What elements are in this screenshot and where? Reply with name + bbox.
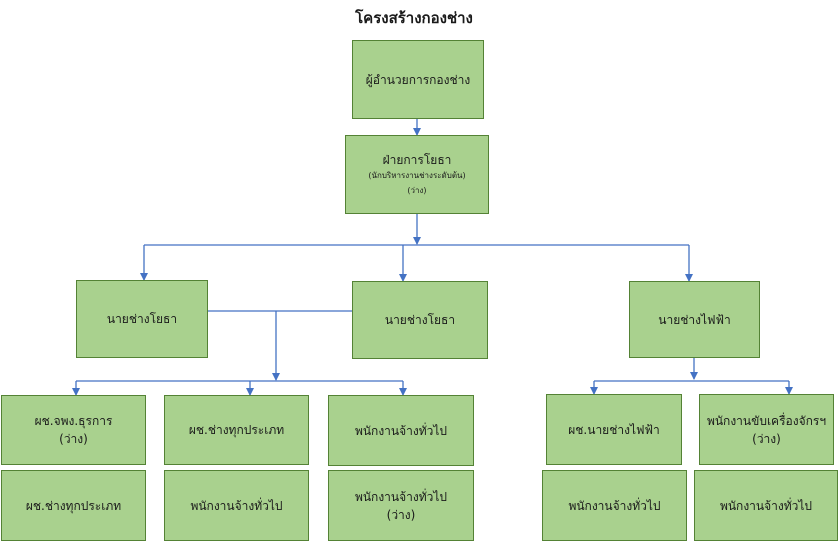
node-general-worker-2-label: พนักงานจ้างทั่วไป <box>190 498 283 513</box>
node-asst-admin: ผช.จพง.ธุรการ (ว่าง) <box>1 395 146 465</box>
node-asst-admin-status: (ว่าง) <box>59 432 88 446</box>
node-asst-all-trades-2-label: ผช.ช่างทุกประเภท <box>188 423 285 437</box>
node-general-worker-4-label: พนักงานจ้างทั่วไป <box>568 498 661 513</box>
node-asst-all-trades-1: ผช.ช่างทุกประเภท <box>1 470 146 541</box>
node-general-worker-2: พนักงานจ้างทั่วไป <box>164 470 309 541</box>
node-civil-eng-2: นายช่างโยธา <box>352 281 488 359</box>
node-civil-section-sub: (นักบริหารงานช่างระดับต้น) <box>368 171 466 181</box>
node-general-worker-3: พนักงานจ้างทั่วไป <box>328 395 474 466</box>
node-asst-electrician: ผช.นายช่างไฟฟ้า <box>546 394 682 465</box>
chart-title: โครงสร้างกองช่าง <box>355 9 473 27</box>
node-civil-eng-1-label: นายช่างโยธา <box>106 312 178 326</box>
node-machine-driver-status: (ว่าง) <box>752 431 781 446</box>
node-director-label: ผู้อำนวยการกองช่าง <box>365 72 471 87</box>
node-general-worker-5-label: พนักงานจ้างทั่วไป <box>719 498 813 513</box>
node-civil-eng-1: นายช่างโยธา <box>76 280 208 358</box>
node-asst-admin-label: ผช.จพง.ธุรการ <box>34 414 113 428</box>
node-civil-section-label: ฝ่ายการโยธา <box>382 153 452 168</box>
node-asst-all-trades-2: ผช.ช่างทุกประเภท <box>164 395 309 465</box>
node-general-worker-3-label: พนักงานจ้างทั่วไป <box>354 423 448 438</box>
node-asst-all-trades-1-label: ผช.ช่างทุกประเภท <box>25 498 122 513</box>
node-director: ผู้อำนวยการกองช่าง <box>352 40 484 119</box>
node-machine-driver-label: พนักงานขับเครื่องจักรฯ <box>706 413 827 428</box>
node-general-worker-5: พนักงานจ้างทั่วไป <box>694 470 838 541</box>
node-general-worker-3-vacant: พนักงานจ้างทั่วไป (ว่าง) <box>328 470 474 541</box>
node-general-worker-3-vacant-label: พนักงานจ้างทั่วไป <box>354 489 448 504</box>
node-civil-section-status: (ว่าง) <box>407 185 427 195</box>
node-electrician-label: นายช่างไฟฟ้า <box>658 312 731 327</box>
node-electrician: นายช่างไฟฟ้า <box>629 281 760 358</box>
node-machine-driver: พนักงานขับเครื่องจักรฯ (ว่าง) <box>699 394 834 465</box>
node-civil-eng-2-label: นายช่างโยธา <box>384 313 456 327</box>
node-general-worker-4: พนักงานจ้างทั่วไป <box>542 470 687 541</box>
node-civil-section: ฝ่ายการโยธา (นักบริหารงานช่างระดับต้น) (… <box>345 135 489 214</box>
node-asst-electrician-label: ผช.นายช่างไฟฟ้า <box>568 422 660 437</box>
node-general-worker-3-vacant-status: (ว่าง) <box>386 507 416 522</box>
